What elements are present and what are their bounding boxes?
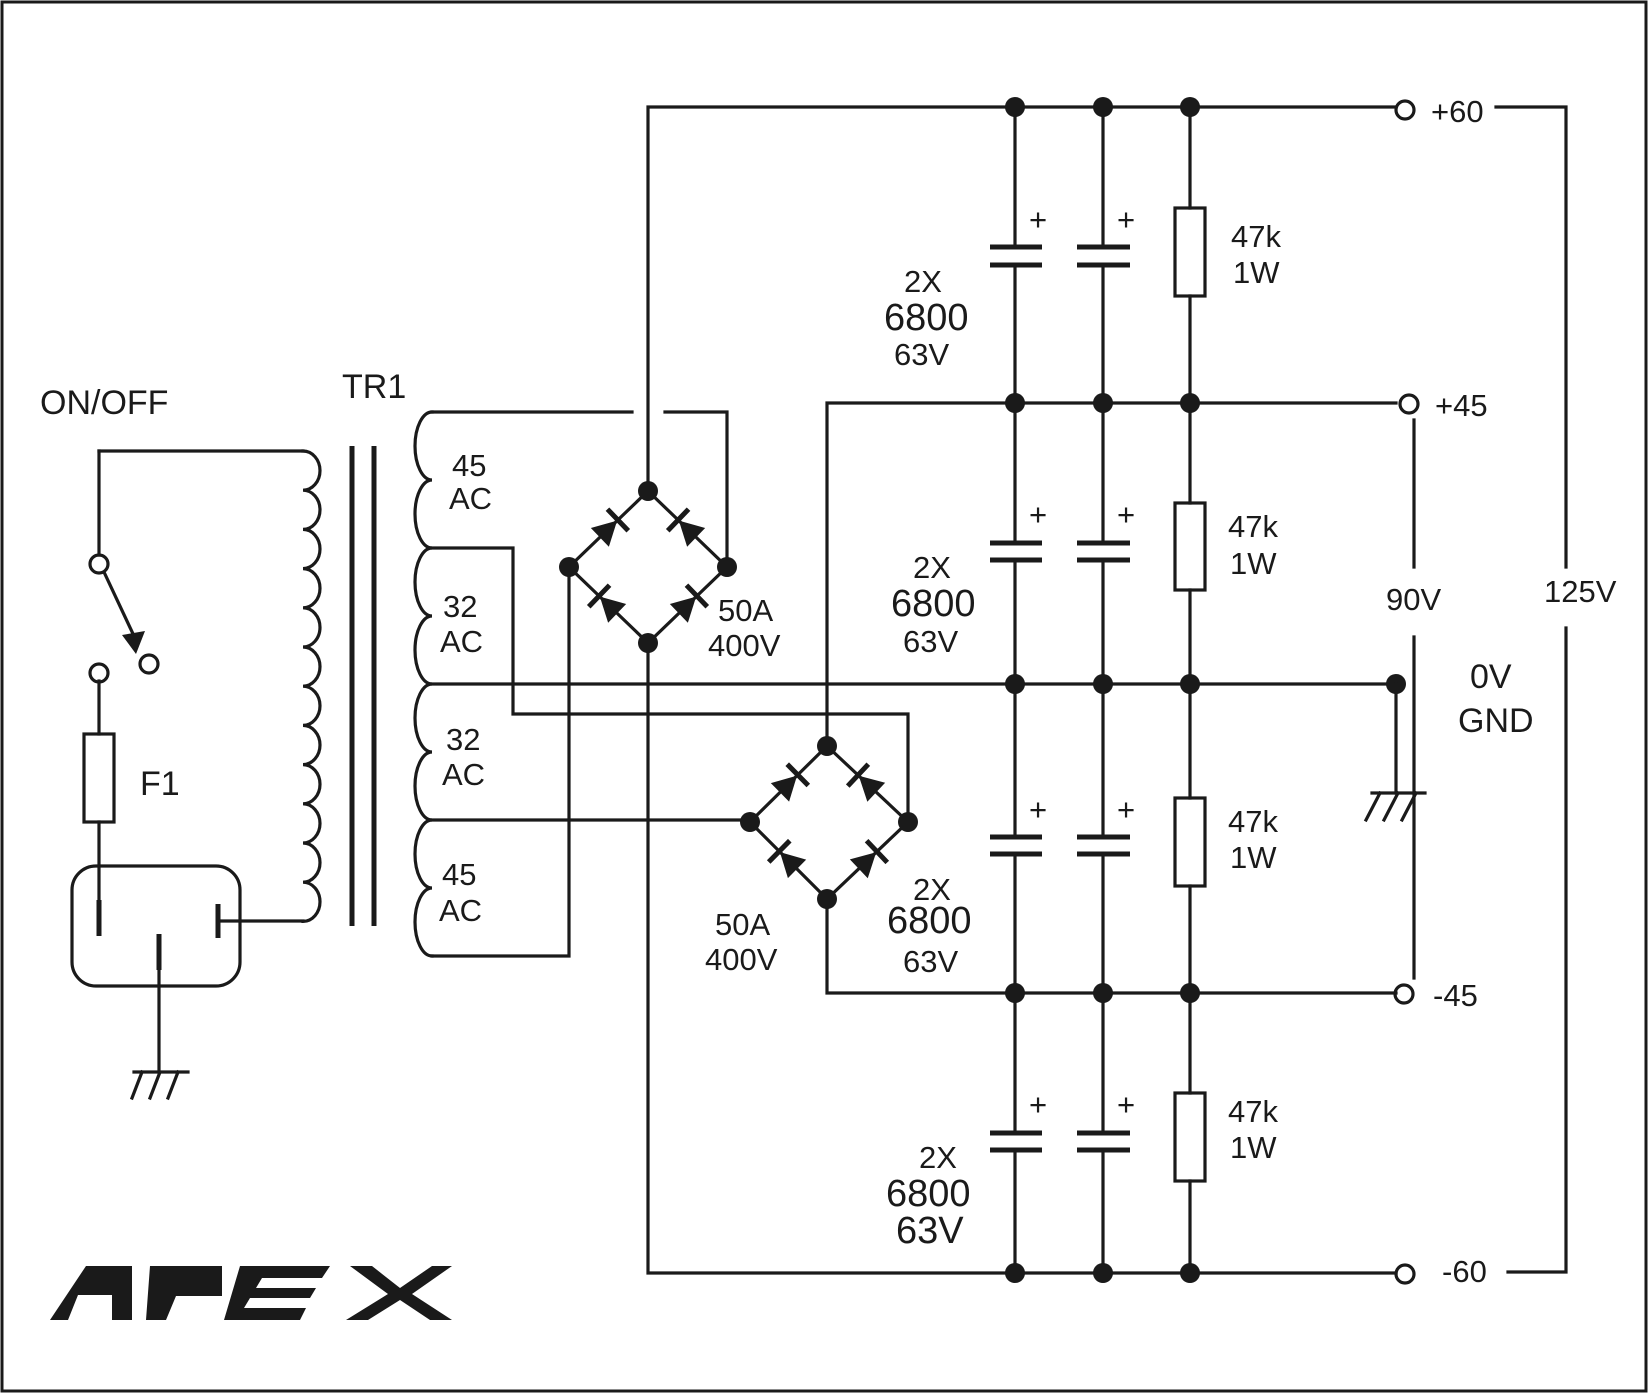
capbank2-cap: 6800 [891, 583, 976, 625]
sec2-value: 32 [443, 589, 477, 624]
cap-polarity-mark: + [1029, 202, 1047, 237]
resistor-r2 [1173, 501, 1207, 592]
fuse-f1 [82, 732, 116, 824]
capacitor-c4b [1077, 1130, 1130, 1153]
bridge2-voltage: 400V [705, 942, 778, 977]
cap-polarity-mark: + [1117, 497, 1135, 532]
primary-winding [301, 449, 322, 924]
junction-dots [1005, 97, 1406, 1283]
resistor1-value: 47k [1231, 219, 1281, 254]
capacitor-c4a [990, 1130, 1042, 1153]
sec4-value: 45 [442, 857, 476, 892]
span-125v-label: 125V [1544, 574, 1617, 609]
mains-inlet [70, 864, 242, 988]
cap-polarity-mark: + [1029, 497, 1047, 532]
capbank1-voltage: 63V [894, 337, 949, 372]
resistor-r4 [1173, 1091, 1207, 1183]
span-125v-marker [1494, 105, 1568, 1274]
resistor-r1 [1173, 206, 1207, 298]
sec2-type: AC [440, 624, 483, 659]
resistor4-power: 1W [1230, 1130, 1277, 1165]
secondary-winding [413, 410, 434, 958]
capbank2-qty: 2X [913, 550, 951, 585]
primary-wiring [97, 449, 305, 923]
fuse-label: F1 [140, 765, 180, 803]
resistor3-power: 1W [1230, 840, 1277, 875]
resistor1-power: 1W [1233, 255, 1280, 290]
cap-polarity-mark: + [1029, 1087, 1047, 1122]
capacitor-c1a [990, 244, 1042, 268]
capbank3-voltage: 63V [903, 944, 958, 979]
resistor2-power: 1W [1230, 546, 1277, 581]
bridge-rectifier-2 [740, 736, 918, 909]
capbank4-voltage: 63V [896, 1210, 964, 1252]
bridge2-current: 50A [715, 907, 770, 942]
sec3-value: 32 [446, 722, 480, 757]
capbank1-qty: 2X [904, 264, 942, 299]
sec4-type: AC [439, 893, 482, 928]
secondary-wiring [430, 105, 1398, 1275]
cap-polarity-mark: + [1117, 1087, 1135, 1122]
capacitor-c3a [990, 834, 1042, 857]
ground-icon [1363, 682, 1427, 823]
resistor-r3 [1173, 796, 1207, 888]
chassis-ground-icon [129, 968, 190, 1101]
capacitor-c3b [1077, 834, 1130, 857]
bridge1-current: 50A [718, 593, 773, 628]
capbank4-qty: 2X [919, 1140, 957, 1175]
output-terminals [1393, 99, 1420, 1285]
span-90v-label: 90V [1386, 582, 1441, 617]
resistor2-value: 47k [1228, 509, 1278, 544]
sec1-type: AC [449, 481, 492, 516]
resistor3-value: 47k [1228, 804, 1278, 839]
sec3-type: AC [442, 757, 485, 792]
transformer-core [349, 446, 377, 926]
apex-logo [50, 1266, 452, 1320]
capbank2-voltage: 63V [903, 624, 958, 659]
rail-minus60-label: -60 [1442, 1254, 1487, 1289]
ground-label-gnd: GND [1458, 702, 1534, 740]
cap-polarity-mark: + [1029, 792, 1047, 827]
capbank1-cap: 6800 [884, 297, 969, 339]
resistor4-value: 47k [1228, 1094, 1278, 1129]
ground-label-0v: 0V [1470, 658, 1512, 696]
transformer-label: TR1 [342, 368, 406, 406]
bridge-rectifier-1 [559, 481, 737, 653]
rail-plus60-label: +60 [1431, 94, 1484, 129]
switch-label: ON/OFF [40, 384, 168, 422]
bridge1-voltage: 400V [708, 628, 781, 663]
capacitor-c2b [1077, 540, 1130, 563]
filter-verticals [1013, 105, 1192, 1275]
capbank3-qty: 2X [913, 872, 951, 907]
capacitor-c1b [1077, 244, 1130, 268]
rail-plus45-label: +45 [1435, 388, 1488, 423]
rail-minus45-label: -45 [1433, 978, 1478, 1013]
cap-polarity-mark: + [1117, 792, 1135, 827]
capbank3-cap: 6800 [887, 900, 972, 942]
capacitor-c2a [990, 540, 1042, 563]
cap-polarity-mark: + [1117, 202, 1135, 237]
capbank4-cap: 6800 [886, 1173, 971, 1215]
sec1-value: 45 [452, 448, 486, 483]
power-switch [88, 553, 160, 684]
